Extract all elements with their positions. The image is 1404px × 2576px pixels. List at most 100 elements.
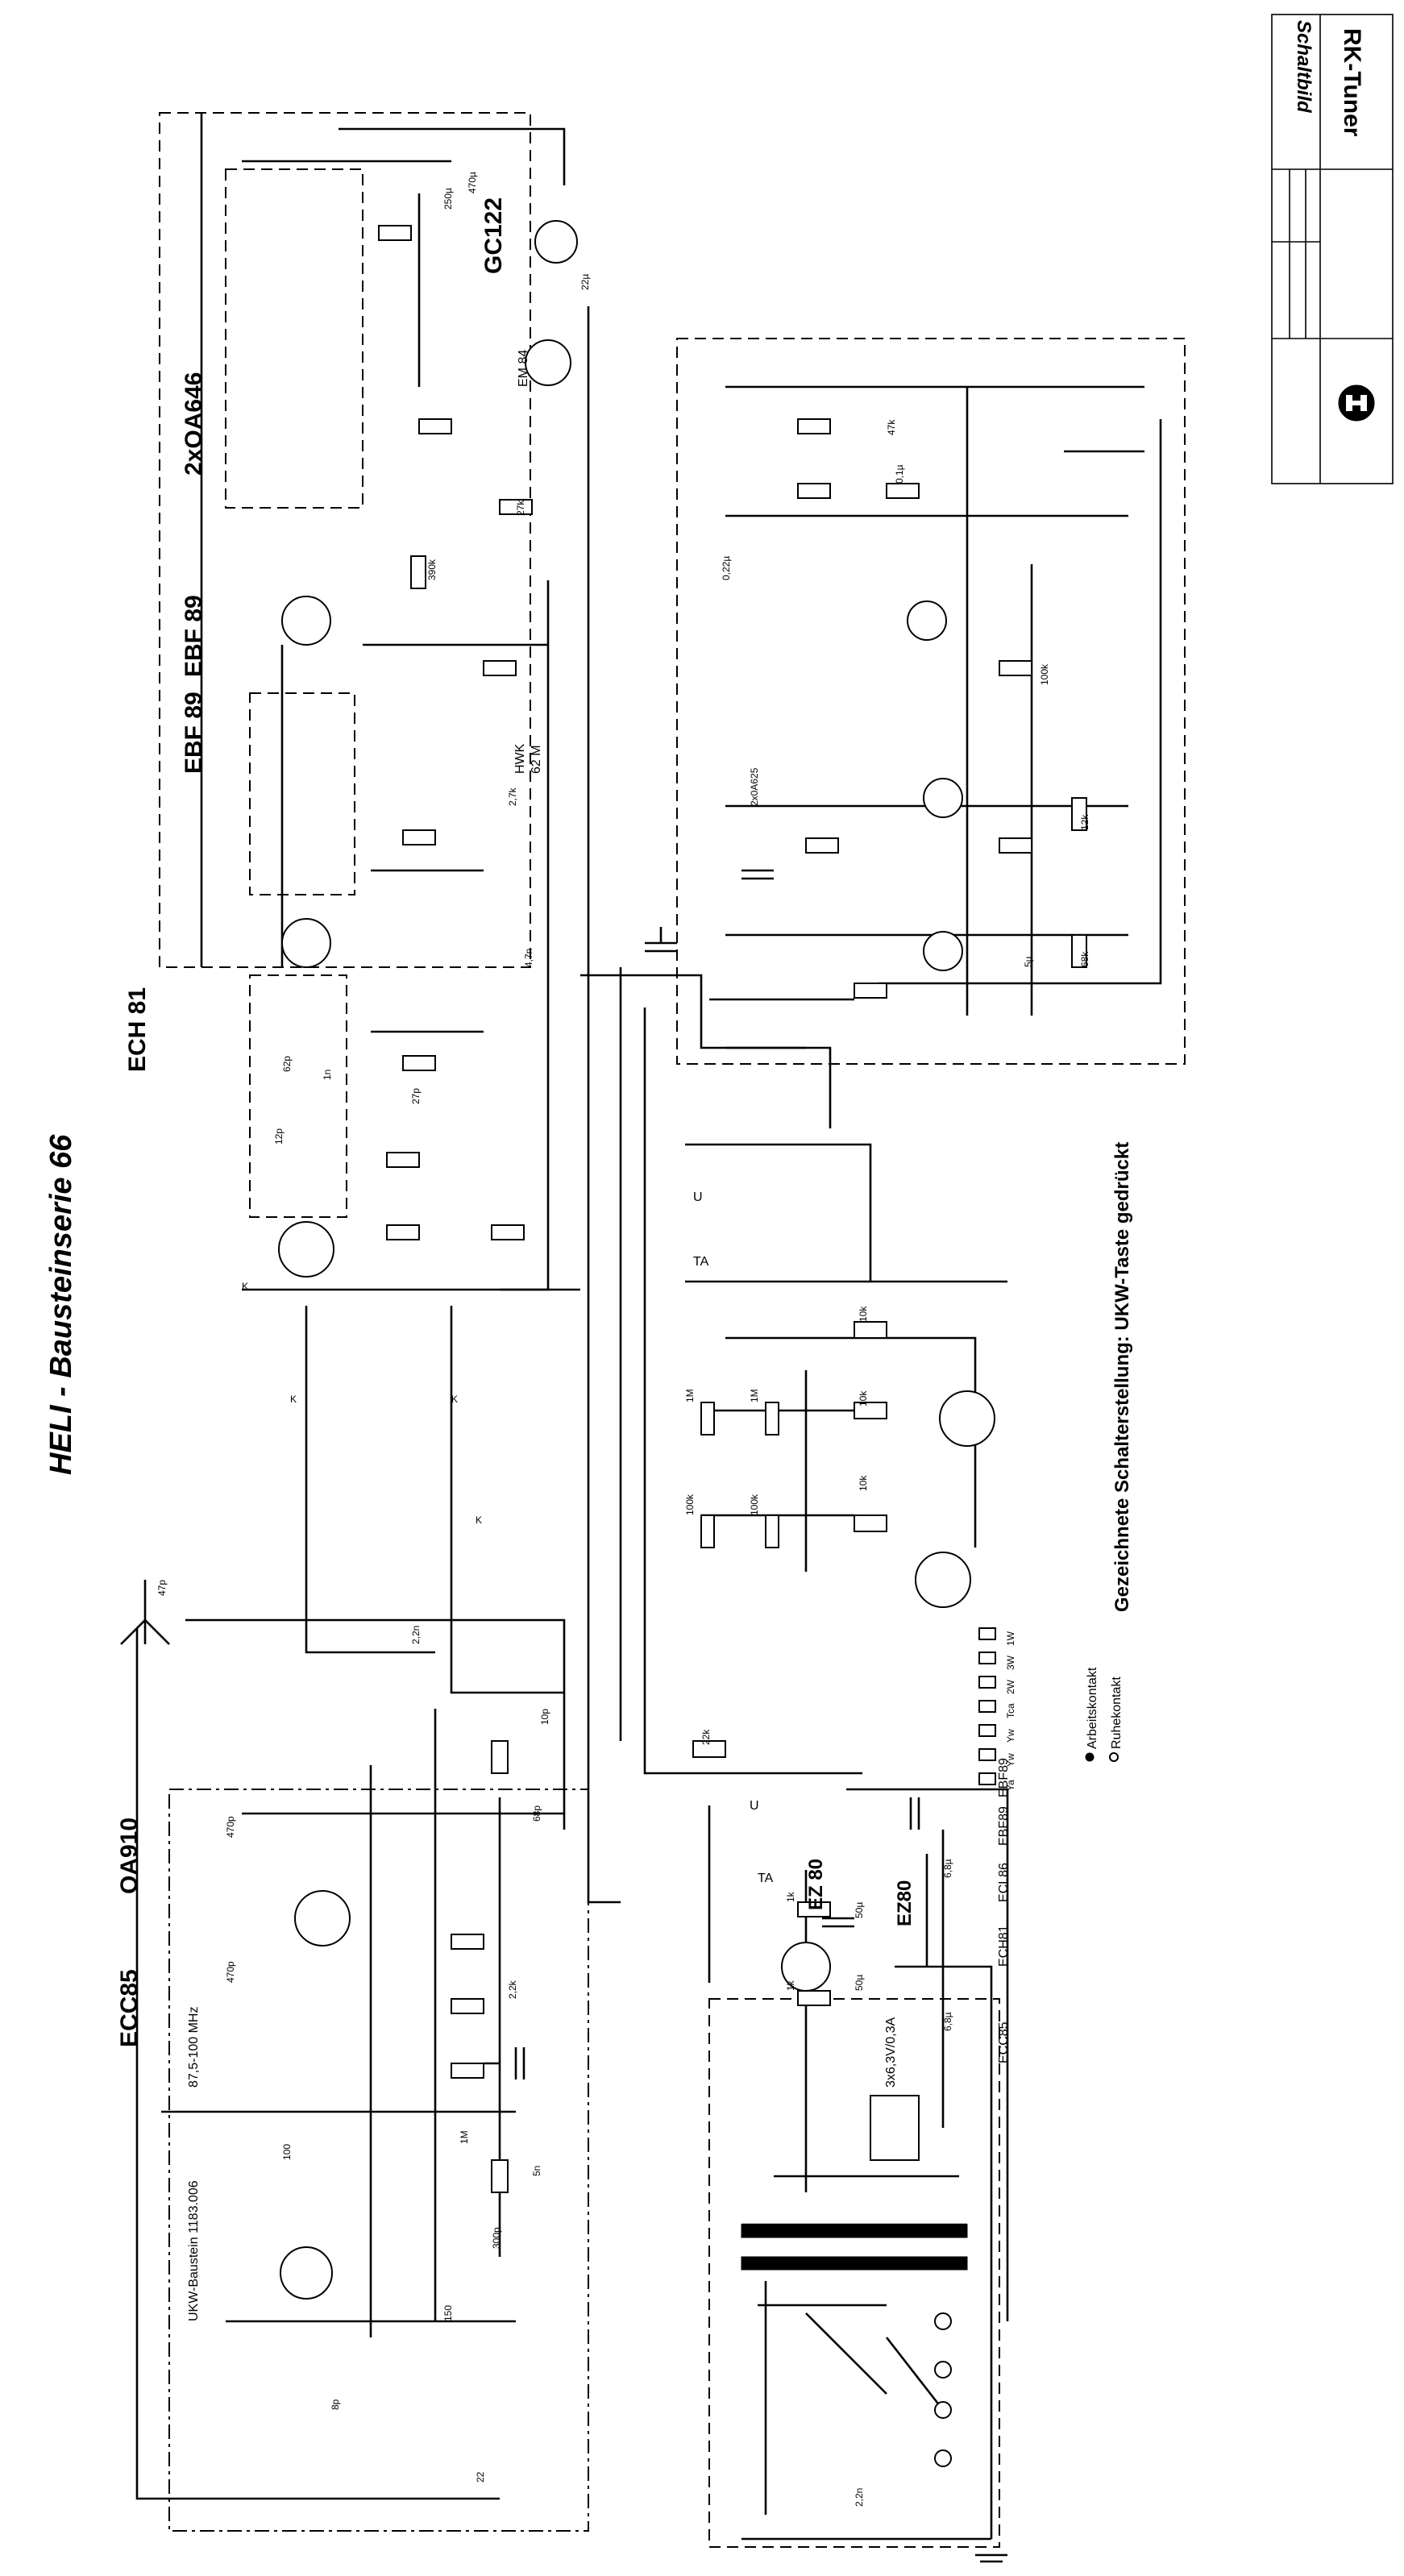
val-100: 100 bbox=[281, 2144, 293, 2160]
heater-tube-ecc85: ECC85 bbox=[997, 2021, 1011, 2063]
val-100k-a: 100k bbox=[684, 1494, 696, 1515]
heater-tube-ebf89-2: EBF89 bbox=[997, 1758, 1011, 1797]
antenna-icon bbox=[120, 1618, 170, 1645]
val-50u-b: 50µ bbox=[854, 1975, 865, 1991]
tube-label-ebf89-2: EBF 89 bbox=[181, 692, 207, 774]
tube-label-ez80-2: EZ80 bbox=[894, 1880, 916, 1926]
key-label-4: Tca bbox=[1005, 1703, 1016, 1718]
val-12k: 12k bbox=[1079, 814, 1090, 830]
key-legend: Ya Yw Yw Tca 2W 3W 1W bbox=[978, 1627, 1016, 1791]
val-10k-b: 10k bbox=[858, 1390, 869, 1406]
power-supply-enclosure bbox=[708, 1998, 1000, 2548]
switch-u-upper: U bbox=[693, 1190, 703, 1204]
tube-label-2xoa646: 2xOA646 bbox=[181, 372, 207, 476]
if-module-enclosure bbox=[159, 112, 531, 968]
val-1m-c: 1M bbox=[459, 2130, 470, 2144]
ukw-module-label: UKW-Baustein 1183.006 bbox=[187, 2180, 201, 2321]
val-12p: 12p bbox=[273, 1128, 285, 1145]
legend-rest-contact: Ruhekontakt bbox=[1110, 1676, 1124, 1749]
hwk-label: HWK bbox=[513, 743, 527, 774]
val-27k: 27k bbox=[515, 500, 526, 516]
tube-label-ecc85: ECC85 bbox=[116, 1969, 143, 2047]
title-block-name: RK-Tuner bbox=[1339, 28, 1365, 137]
val-22: 22 bbox=[475, 2471, 486, 2483]
key-label-3: Yw bbox=[1005, 1729, 1016, 1743]
val-2x0a625: 2x0A625 bbox=[749, 767, 760, 806]
decoder-module-enclosure bbox=[676, 338, 1186, 1065]
val-6-8u-a: 6,8µ bbox=[942, 2012, 953, 2031]
contact-legend: Arbeitskontakt Ruhekontakt bbox=[1085, 1667, 1124, 1762]
val-100k-c: 100k bbox=[1039, 663, 1050, 685]
tube-label-ez80-1: EZ 80 bbox=[805, 1859, 827, 1910]
components bbox=[378, 225, 1087, 2193]
switch-k-4: K bbox=[476, 1514, 482, 1526]
val-47k: 47k bbox=[886, 419, 897, 435]
ebf89-filter-enclosure bbox=[249, 692, 355, 895]
val-0-1u: 0,1µ bbox=[894, 464, 905, 484]
diagram-title: HELI - Bausteinserie 66 bbox=[44, 1134, 78, 1475]
val-10p: 10p bbox=[539, 1709, 550, 1725]
tube-label-ech81: ECH 81 bbox=[124, 987, 151, 1072]
val-47p: 47p bbox=[156, 1580, 168, 1596]
val-10k-a: 10k bbox=[858, 1306, 869, 1322]
key-label-1: Ya bbox=[1005, 1780, 1016, 1791]
heli-logo bbox=[1338, 384, 1375, 422]
switch-k-2: K bbox=[290, 1394, 297, 1405]
wiring bbox=[135, 113, 1162, 2541]
val-470p-b: 470p bbox=[225, 1816, 236, 1838]
val-10k-c: 10k bbox=[858, 1475, 869, 1491]
switch-k-1: K bbox=[242, 1281, 248, 1292]
val-1n: 1n bbox=[322, 1070, 333, 1080]
key-label-6: 3W bbox=[1005, 1655, 1016, 1670]
val-68p: 68p bbox=[531, 1805, 542, 1822]
val-250u: 250µ bbox=[442, 188, 454, 210]
val-22u: 22µ bbox=[579, 274, 591, 290]
component-values: 47p 22k 10k 10k 10k 1M 1M 100k 100k 1k 1… bbox=[156, 172, 1090, 2507]
heater-tube-ebf89-1: EBF89 bbox=[997, 1806, 1011, 1846]
val-68k: 68k bbox=[1079, 951, 1090, 967]
key-label-2: Yw bbox=[1005, 1753, 1016, 1767]
val-2-2n-b: 2,2n bbox=[410, 1626, 422, 1644]
heater-tube-ecl86: ECL86 bbox=[997, 1863, 1011, 1902]
val-27p: 27p bbox=[410, 1088, 422, 1104]
val-62p: 62p bbox=[281, 1056, 293, 1072]
tube-label-em84: EM 84 bbox=[517, 350, 530, 387]
tube-label-ebf89-1: EBF 89 bbox=[181, 595, 207, 677]
val-390k: 390k bbox=[426, 559, 438, 580]
heater-tube-ech81: ECH81 bbox=[997, 1925, 1011, 1967]
ground-symbol-icon bbox=[975, 2553, 1007, 2563]
hwk-value: 62 M bbox=[530, 745, 543, 774]
key-label-7: 1W bbox=[1005, 1631, 1016, 1646]
title-block: Schaltbild RK-Tuner bbox=[1271, 14, 1394, 484]
val-1m-b: 1M bbox=[749, 1389, 760, 1402]
ukw-module-range: 87,5-100 MHz bbox=[187, 2007, 201, 2088]
switch-ta-lower: TA bbox=[758, 1872, 774, 1885]
power-transformer bbox=[741, 2095, 968, 2515]
ech81-filter-enclosure bbox=[249, 974, 347, 1218]
tube-symbols bbox=[278, 220, 995, 2300]
val-50u-a: 50µ bbox=[854, 1902, 865, 1918]
legend-work-contact: Arbeitskontakt bbox=[1086, 1667, 1099, 1749]
val-100k-b: 100k bbox=[749, 1494, 760, 1515]
val-470p-a: 470p bbox=[225, 1961, 236, 1983]
val-22k: 22k bbox=[700, 1729, 712, 1745]
val-300p: 300p bbox=[491, 2227, 502, 2249]
val-1m-a: 1M bbox=[684, 1389, 696, 1402]
tube-label-oa910: OA910 bbox=[116, 1818, 143, 1894]
val-8p: 8p bbox=[330, 2399, 341, 2410]
ukw-module-enclosure bbox=[168, 1789, 589, 2532]
key-label-5: 2W bbox=[1005, 1679, 1016, 1694]
heater-voltage-label: 3x6,3V/0,3A bbox=[884, 2017, 898, 2088]
val-6-8u-b: 6,8µ bbox=[942, 1859, 953, 1878]
val-2-7k: 2,7k bbox=[507, 787, 518, 806]
val-5n: 5n bbox=[531, 2166, 542, 2176]
val-0-22u: 0,22µ bbox=[721, 556, 732, 580]
switch-ta-upper: TA bbox=[693, 1255, 709, 1269]
val-1k-b: 1k bbox=[785, 1980, 796, 1991]
val-150: 150 bbox=[442, 2305, 454, 2321]
val-2-2n-a: 2,2n bbox=[854, 2488, 865, 2507]
title-block-heading: Schaltbild bbox=[1293, 20, 1315, 114]
switch-u-lower: U bbox=[750, 1799, 759, 1813]
val-470u: 470µ bbox=[467, 172, 478, 193]
